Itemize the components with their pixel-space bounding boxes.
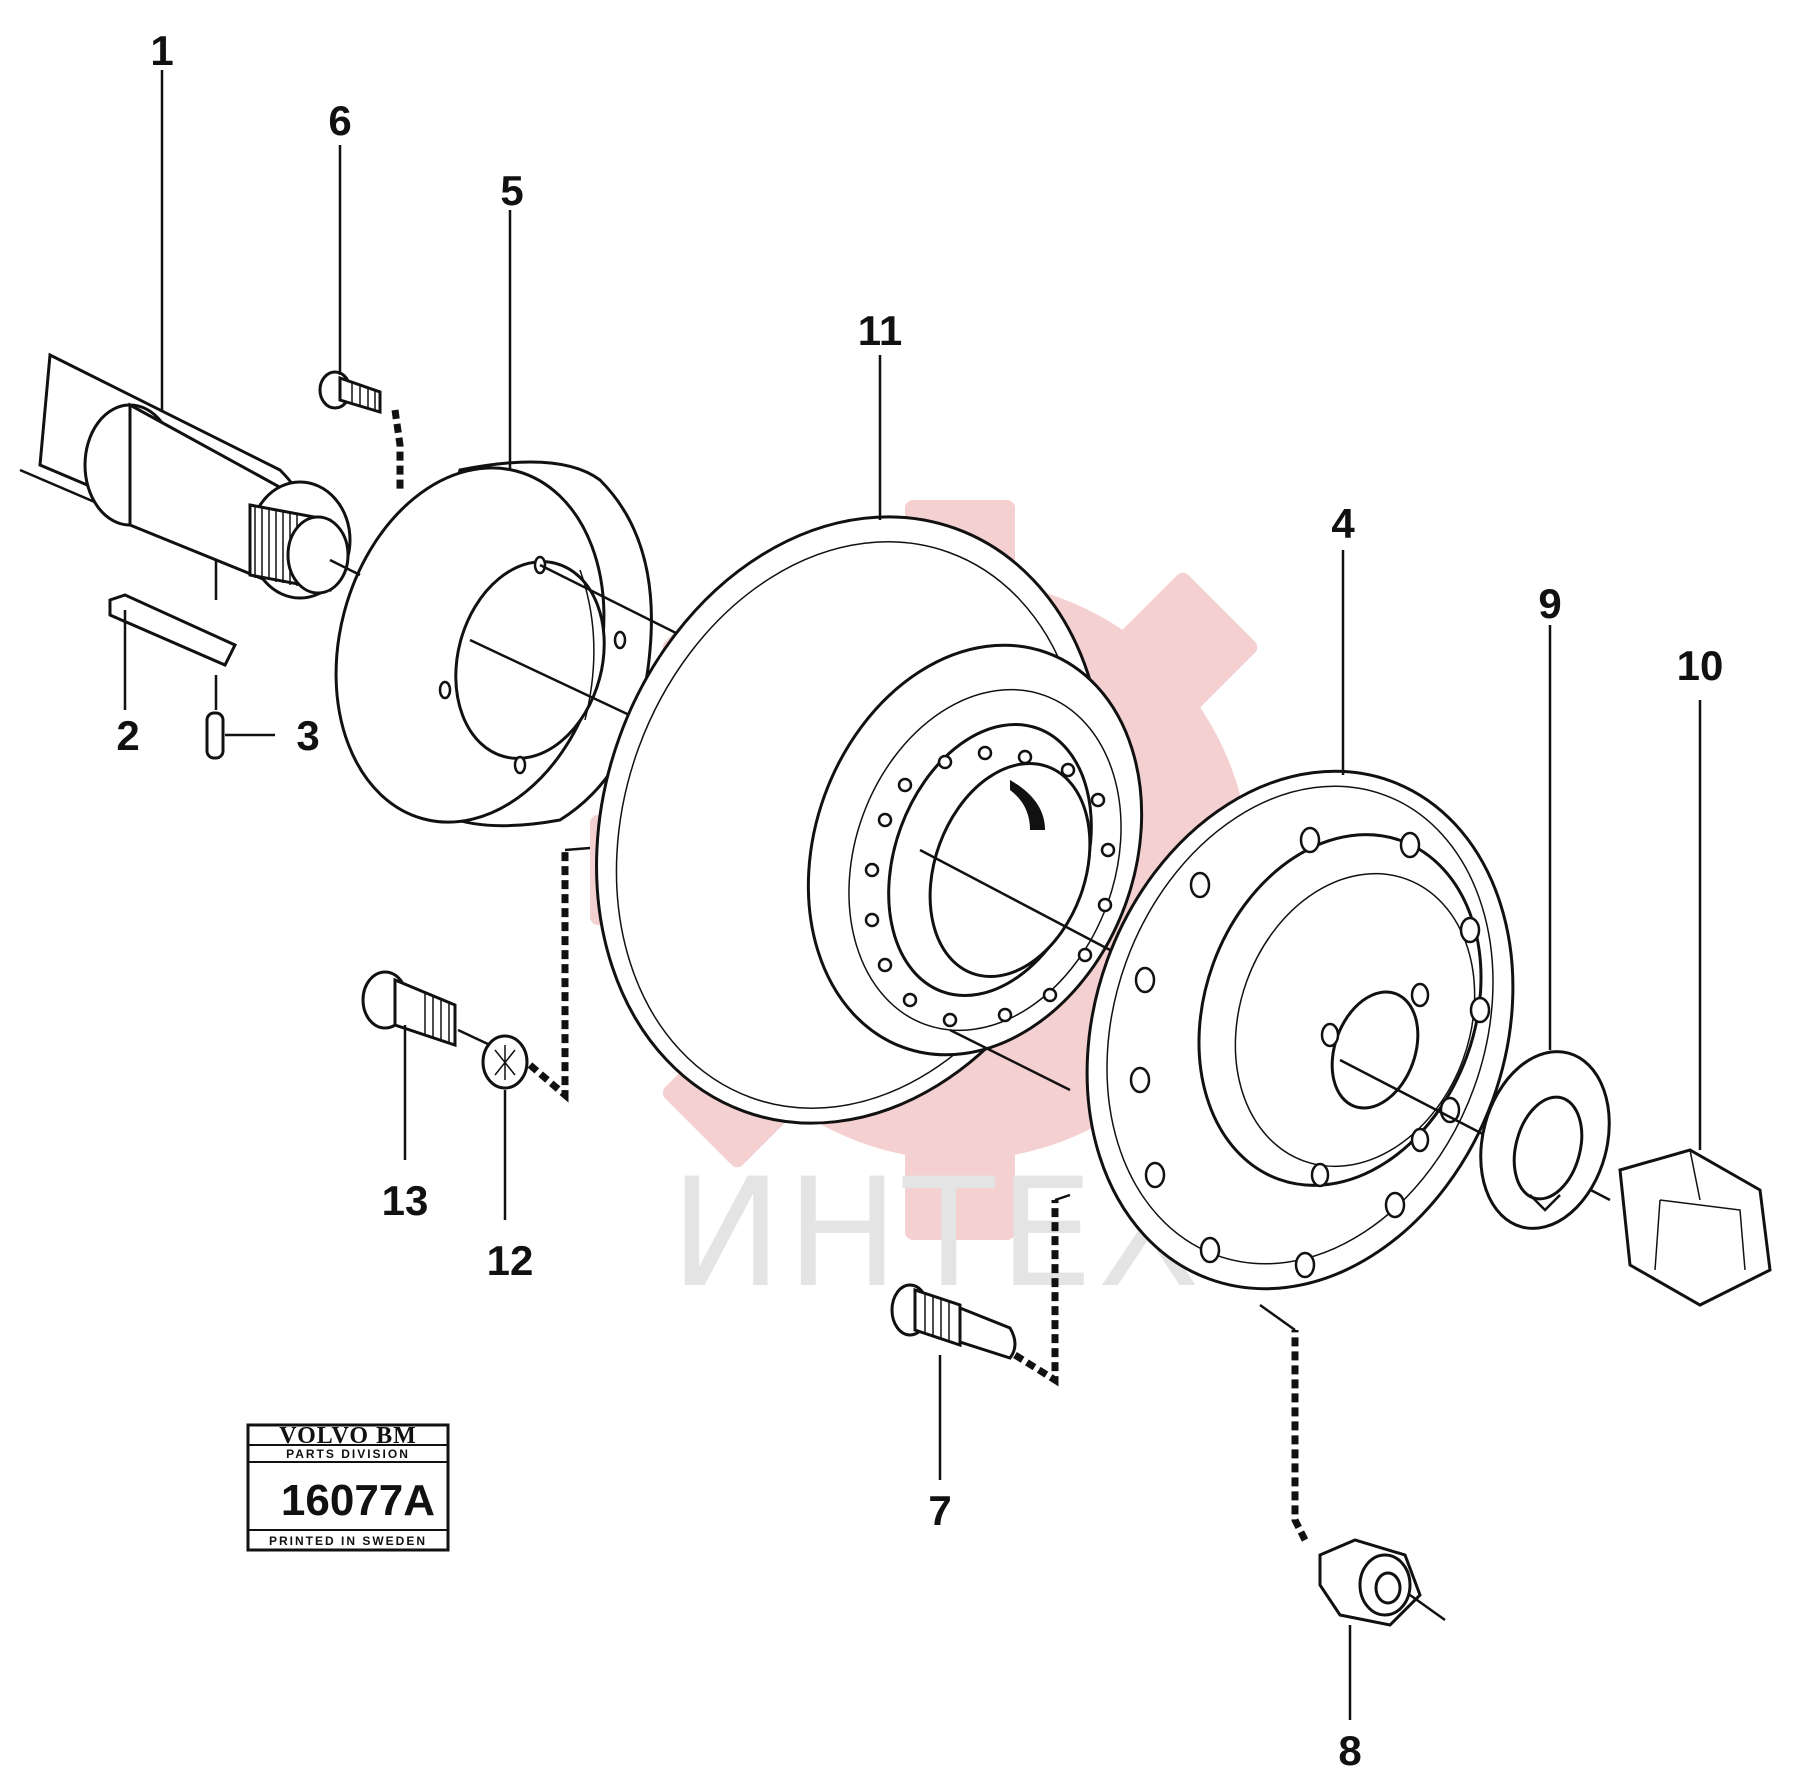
bolt-13 (361, 970, 457, 1048)
callout-6: 6 (328, 97, 351, 144)
brake-disc (595, 515, 1144, 1125)
stamp-code: 16077A (281, 1476, 435, 1525)
wheel-stud (890, 1283, 1017, 1360)
callout-11: 11 (858, 307, 902, 354)
disc-bolt-holes (864, 745, 1116, 1028)
callout-2: 2 (116, 712, 139, 759)
wheel-hub (1085, 769, 1515, 1291)
parts-division-stamp: VOLVO BM PARTS DIVISION 16077A PRINTED I… (246, 1423, 450, 1552)
stamp-division: PARTS DIVISION (286, 1447, 410, 1461)
callout-8: 8 (1338, 1727, 1361, 1774)
axle-thread (248, 503, 350, 595)
callout-9: 9 (1538, 580, 1561, 627)
callout-3: 3 (296, 712, 319, 759)
stamp-brand: VOLVO BM (279, 1423, 417, 1449)
callout-5: 5 (500, 167, 523, 214)
hub-bolt-holes (1129, 826, 1491, 1279)
callout-12: 12 (487, 1237, 534, 1284)
leader-lines (123, 70, 1702, 1720)
stamp-printed: PRINTED IN SWEDEN (269, 1534, 427, 1548)
callout-7: 7 (928, 1487, 951, 1534)
key-part (108, 593, 238, 667)
wheel-nut (1318, 1538, 1422, 1627)
axle-shaft (19, 352, 352, 600)
callout-1: 1 (150, 27, 173, 74)
callout-13: 13 (382, 1177, 429, 1224)
callout-4: 4 (1331, 500, 1355, 547)
pin-part (205, 711, 225, 760)
screw-6 (318, 370, 382, 415)
lock-washer (1479, 1050, 1611, 1230)
callout-10: 10 (1677, 642, 1724, 689)
callout-numbers: 1 2 3 4 5 6 7 8 9 10 11 12 13 (116, 27, 1723, 1774)
hub-nut (1618, 1148, 1772, 1307)
hub-collar (334, 460, 653, 828)
washer-12 (481, 1034, 529, 1090)
